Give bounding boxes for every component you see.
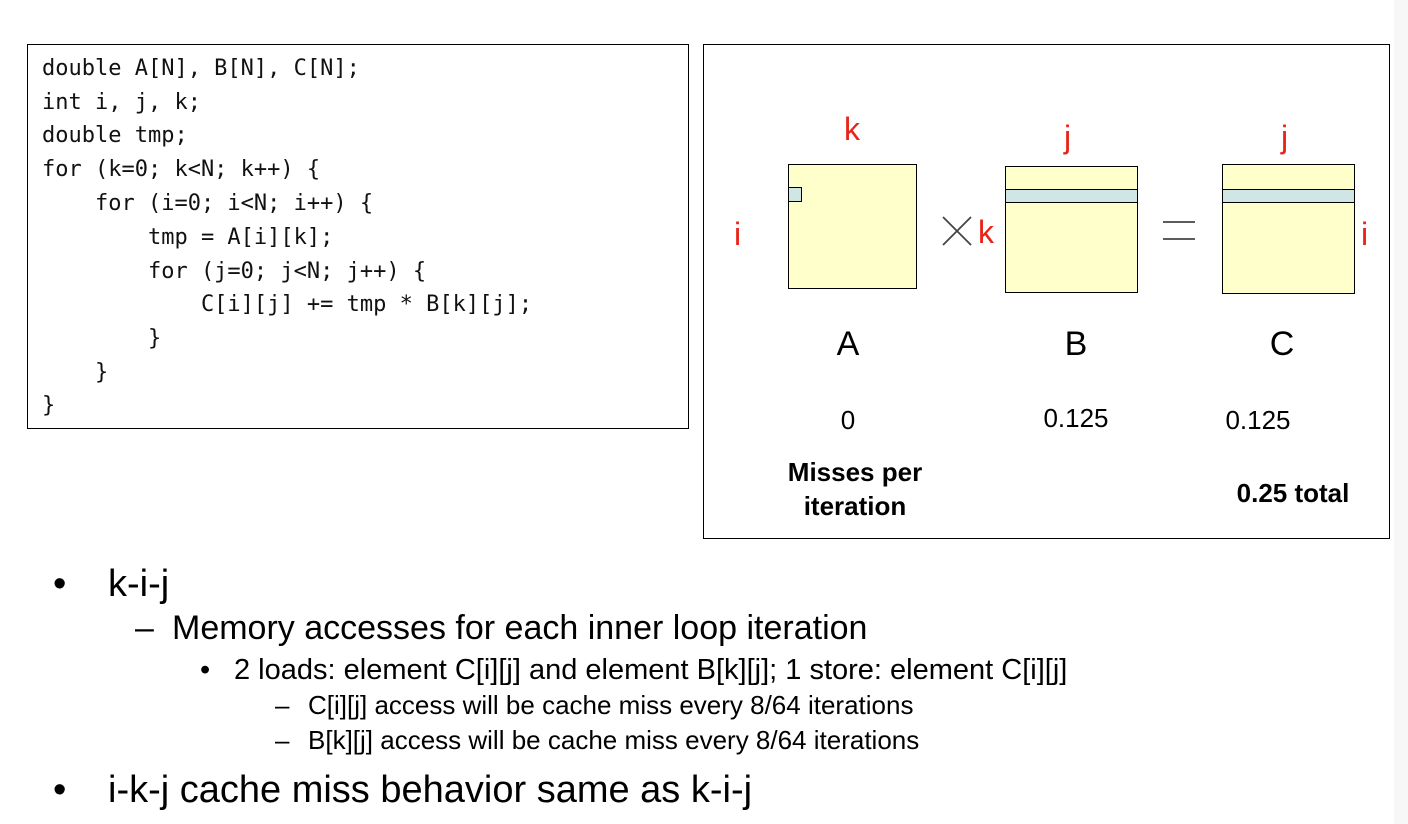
misses-a-value: 0 bbox=[840, 405, 856, 435]
code-line: int i, j, k; bbox=[42, 90, 201, 115]
matrix-b-row bbox=[1005, 189, 1138, 203]
bullet-level3-loads-stores: 2 loads: element C[i][j] and element B[k… bbox=[234, 654, 1068, 686]
index-label-c-top: j bbox=[1281, 119, 1289, 155]
code-line: for (j=0; j<N; j++) { bbox=[42, 259, 427, 284]
matrix-name-b: B bbox=[1064, 325, 1088, 363]
code-line: } bbox=[42, 393, 56, 418]
matrix-name-c: C bbox=[1269, 325, 1295, 363]
matrix-c-row bbox=[1222, 189, 1355, 203]
index-label-b-left: k bbox=[978, 214, 994, 250]
bullet-dot-icon: • bbox=[53, 563, 67, 605]
misses-b-value: 0.125 bbox=[1043, 403, 1109, 433]
bullet-level4-c-miss: C[i][j] access will be cache miss every … bbox=[308, 690, 914, 720]
bullet-level1-ikj: i-k-j cache miss behavior same as k-i-j bbox=[108, 769, 753, 811]
dash-icon: – bbox=[275, 690, 290, 720]
bullet-level2-memory-accesses: Memory accesses for each inner loop iter… bbox=[172, 609, 868, 647]
code-line: for (i=0; i<N; i++) { bbox=[42, 191, 374, 216]
matrix-name-a: A bbox=[836, 325, 860, 363]
misses-c-value: 0.125 bbox=[1225, 405, 1291, 435]
bullet-level4-b-miss: B[k][j] access will be cache miss every … bbox=[308, 725, 920, 755]
code-line: tmp = A[i][k]; bbox=[42, 225, 334, 250]
code-line: } bbox=[42, 360, 109, 385]
code-line: double tmp; bbox=[42, 123, 188, 148]
matrix-a-element bbox=[788, 187, 802, 202]
slide-edge bbox=[1394, 0, 1408, 824]
index-label-c-right: i bbox=[1361, 216, 1369, 252]
dash-icon: – bbox=[135, 609, 154, 647]
index-label-a-top: k bbox=[844, 111, 860, 147]
matrix-c bbox=[1222, 164, 1355, 294]
code-line: C[i][j] += tmp * B[k][j]; bbox=[42, 292, 533, 317]
total-misses: 0.25 total bbox=[1236, 478, 1350, 508]
code-panel: double A[N], B[N], C[N]; int i, j, k; do… bbox=[27, 44, 689, 429]
bullet-dot-icon: • bbox=[200, 654, 211, 686]
multiply-sign-icon bbox=[942, 216, 972, 246]
dash-icon: – bbox=[275, 725, 290, 755]
matrix-b bbox=[1005, 166, 1138, 293]
matrix-diagram-panel: k i k j j i A B C 0 0.125 0.125 Misses p… bbox=[703, 44, 1390, 539]
index-label-b-top: j bbox=[1064, 119, 1072, 155]
code-line: for (k=0; k<N; k++) { bbox=[42, 157, 321, 182]
matrix-a bbox=[788, 164, 917, 289]
bullet-level1-kij: k-i-j bbox=[108, 563, 170, 605]
code-line: } bbox=[42, 326, 162, 351]
equals-sign-icon bbox=[1163, 221, 1195, 240]
bullet-dot-icon: • bbox=[53, 769, 67, 811]
misses-per-iteration-caption: Misses per iteration bbox=[787, 457, 923, 521]
index-label-a-left: i bbox=[734, 216, 742, 252]
code-line: double A[N], B[N], C[N]; bbox=[42, 56, 360, 81]
